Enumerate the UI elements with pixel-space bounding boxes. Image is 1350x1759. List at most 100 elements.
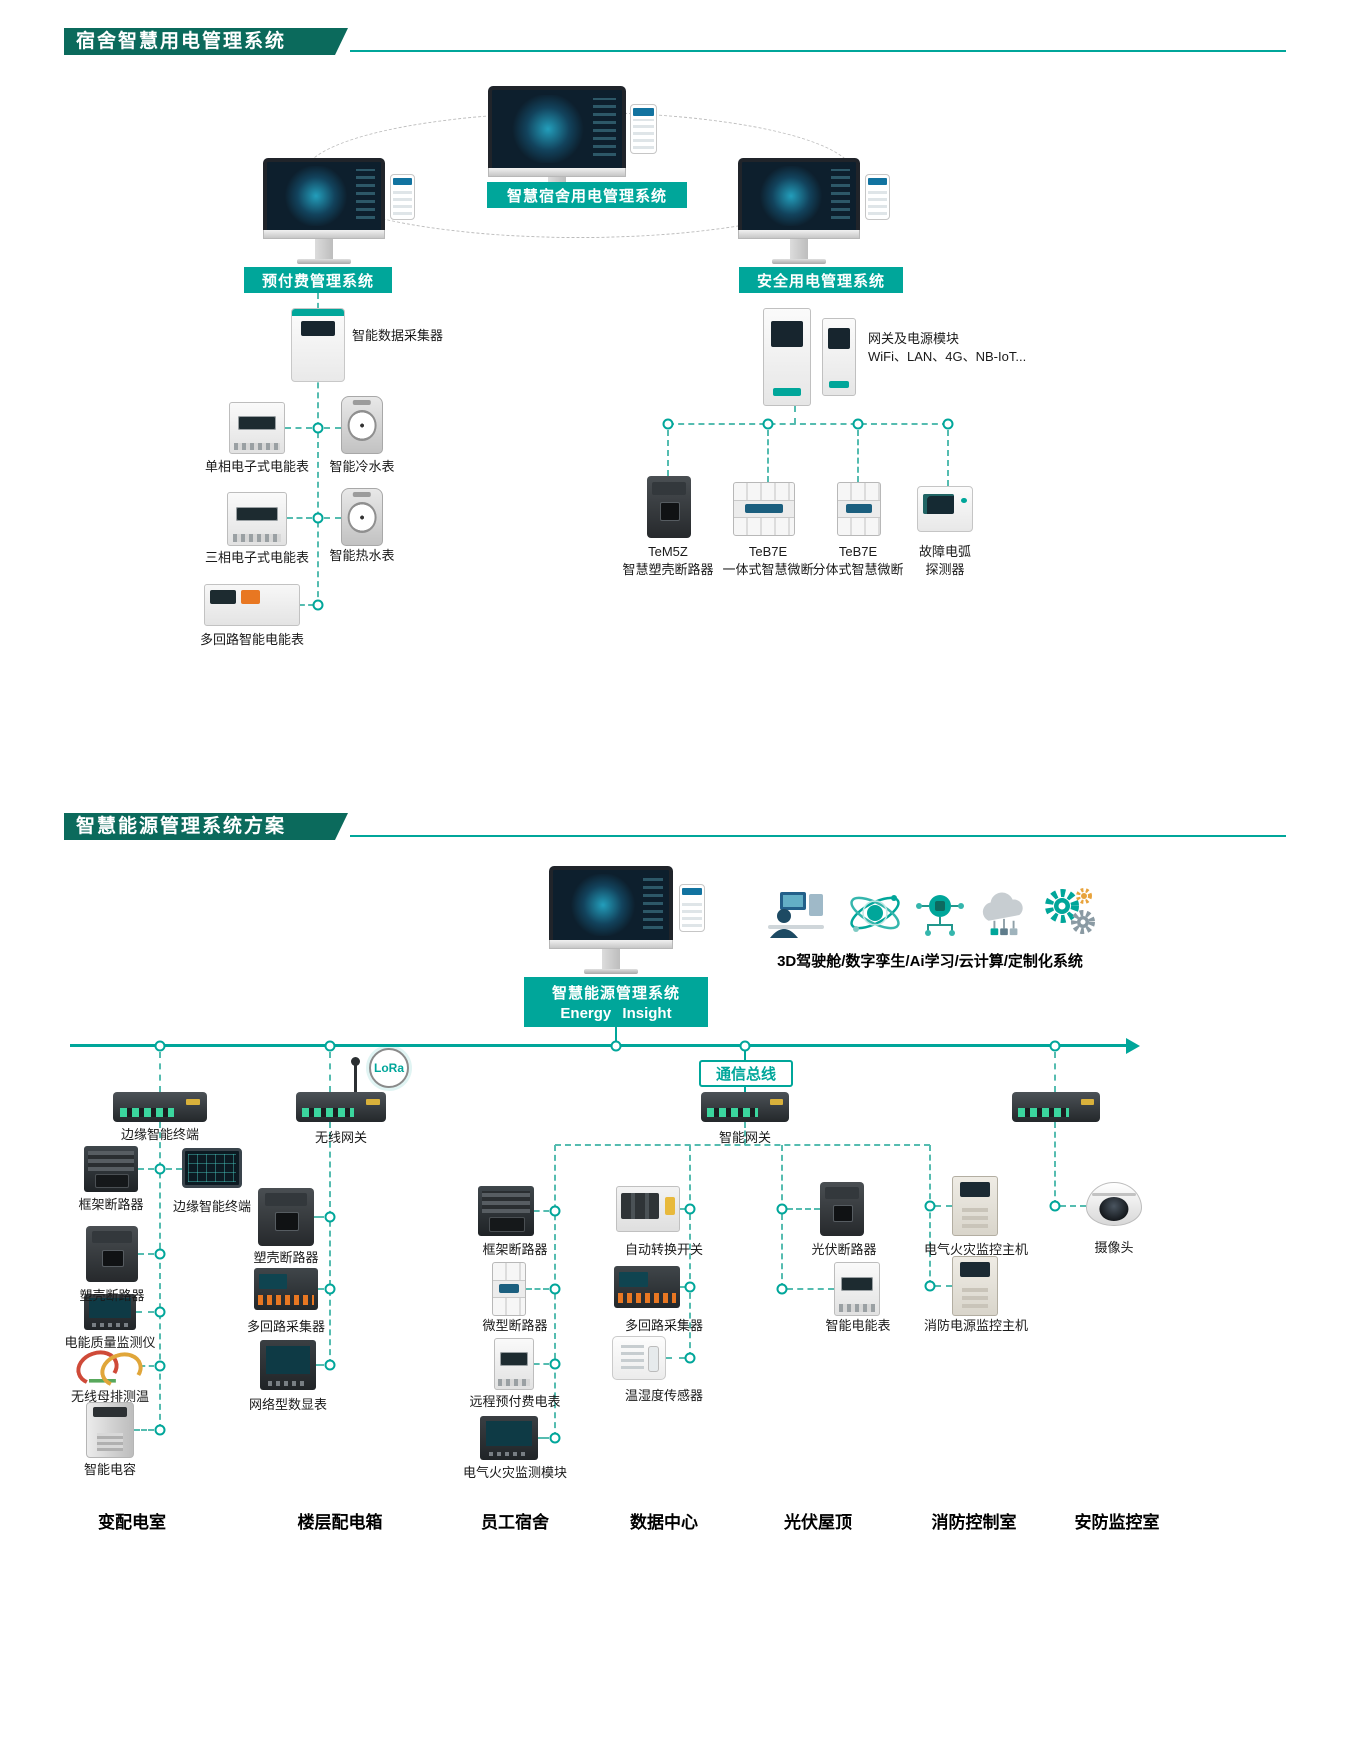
connector-line — [159, 1122, 161, 1430]
label-smart-mccb: TeM5Z 智慧塑壳断路器 — [622, 544, 714, 578]
junction-node — [776, 1283, 788, 1295]
junction-node — [312, 422, 324, 434]
label-split-smart-mcb: TeB7E 分体式智慧微断 — [812, 544, 904, 578]
device-arc-fault-detector — [917, 486, 973, 532]
device-frame-breaker — [84, 1146, 138, 1192]
connector-line — [285, 427, 312, 429]
column-title-fire-room: 消防控制室 — [931, 1513, 1017, 1532]
connector-line — [929, 1145, 931, 1286]
junction-node — [549, 1358, 561, 1370]
monitor-screen — [738, 158, 860, 230]
connector-line — [1060, 1205, 1086, 1207]
prepaid-system-tag: 预付费管理系统 — [244, 267, 392, 293]
device-edge-terminal-screen — [182, 1148, 242, 1188]
connector-line — [667, 430, 669, 476]
junction-node — [549, 1432, 561, 1444]
device-network-display-meter — [260, 1340, 316, 1390]
bus-label-tag: 通信总线 — [699, 1060, 793, 1087]
connector-line — [317, 293, 319, 607]
connector-line — [947, 430, 949, 486]
monitor-right — [738, 158, 860, 264]
junction-node — [324, 1283, 336, 1295]
label-data-collector: 智能数据采集器 — [352, 328, 444, 343]
monitor-chin — [738, 230, 860, 239]
monitor-left — [263, 158, 385, 264]
junction-node — [942, 418, 954, 430]
label-smart-gateway: 智能网关 — [718, 1130, 771, 1145]
device-gateway-module — [763, 308, 811, 406]
connector-line — [136, 1311, 154, 1313]
connector-line — [534, 1210, 549, 1212]
connector-line — [138, 1168, 154, 1170]
section2-rule — [350, 835, 1286, 837]
label-cold-water-meter: 智能冷水表 — [329, 459, 395, 474]
junction-node — [684, 1203, 696, 1215]
connector-line — [324, 427, 341, 429]
connector-line — [329, 1052, 331, 1092]
device-power-quality-monitor — [84, 1294, 136, 1330]
label-smart-energy-meter: 智能电能表 — [825, 1318, 891, 1333]
label-arc-fault-detector: 故障电弧 探测器 — [918, 544, 971, 578]
cloud-computing-icon — [974, 892, 1034, 938]
device-mcb — [492, 1262, 526, 1316]
column-title-security-room: 安防监控室 — [1074, 1513, 1160, 1532]
monitor-screen — [488, 86, 626, 168]
device-electrical-fire-module — [480, 1416, 538, 1460]
label-three-phase-meter: 三相电子式电能表 — [204, 550, 309, 565]
label-wireless-gateway: 无线网关 — [314, 1130, 367, 1145]
device-cold-water-meter — [341, 396, 383, 454]
device-single-phase-meter — [229, 402, 285, 454]
column-title-pv-roof: 光伏屋顶 — [784, 1513, 852, 1532]
device-dome-camera — [1086, 1182, 1142, 1226]
device-frame-breaker — [478, 1186, 534, 1236]
label-mccb: 塑壳断路器 — [79, 1288, 145, 1303]
device-temp-humidity-sensor — [612, 1336, 666, 1380]
device-edge-terminal — [113, 1092, 207, 1122]
connector-line — [538, 1437, 549, 1439]
junction-node — [312, 512, 324, 524]
junction-node — [154, 1248, 166, 1260]
junction-node — [154, 1360, 166, 1372]
junction-node — [684, 1281, 696, 1293]
energy-system-tag: 智慧能源管理系统 Energy Insight — [524, 977, 708, 1027]
connector-line — [794, 406, 796, 424]
junction-node — [924, 1200, 936, 1212]
connector-line — [287, 517, 312, 519]
junction-node — [684, 1352, 696, 1364]
device-data-collector — [291, 308, 345, 382]
center-system-tag: 智慧宿舍用电管理系统 — [487, 182, 687, 208]
device-auto-transfer-switch — [616, 1186, 680, 1232]
bus-node — [610, 1040, 622, 1052]
label-frame-breaker: 框架断路器 — [78, 1197, 144, 1212]
label-mccb: 塑壳断路器 — [253, 1250, 319, 1265]
label-multi-circuit-daq: 多回路采集器 — [624, 1318, 703, 1333]
bus-drop-line — [615, 1027, 617, 1045]
label-tech-caption: 3D驾驶舱/数字孪生/Ai学习/云计算/定制化系统 — [777, 953, 1083, 970]
connector-line — [680, 1208, 685, 1210]
bus-node — [1049, 1040, 1061, 1052]
energy-system-name: 智慧能源管理系统 — [551, 985, 680, 1002]
section1-title: 宿舍智慧用电管理系统 — [64, 28, 348, 55]
monitor-base — [772, 259, 826, 264]
label-busbar-temp-sensor: 无线母排测温 — [70, 1389, 149, 1404]
phone — [390, 174, 415, 220]
connector-line — [767, 430, 769, 482]
label-electrical-fire-host: 电气火灾监控主机 — [923, 1242, 1028, 1257]
connector-line — [526, 1288, 549, 1290]
device-split-smart-mcb — [837, 482, 881, 536]
monitor-chin — [263, 230, 385, 239]
column-title-dormitory: 员工宿舍 — [481, 1513, 549, 1532]
device-multi-circuit-meter — [204, 584, 300, 626]
device-smart-mccb — [647, 476, 691, 538]
connector-line — [781, 1145, 783, 1289]
bus-arrow-icon — [1126, 1038, 1140, 1054]
safety-system-tag: 安全用电管理系统 — [739, 267, 903, 293]
device-smart-gateway — [701, 1092, 789, 1122]
monitor-base — [584, 969, 638, 974]
device-hot-water-meter — [341, 488, 383, 546]
junction-node — [762, 418, 774, 430]
monitor-stand — [315, 239, 333, 259]
ai-learning-icon — [914, 886, 966, 938]
label-power-quality-monitor: 电能质量监测仪 — [64, 1335, 156, 1350]
junction-node — [154, 1424, 166, 1436]
